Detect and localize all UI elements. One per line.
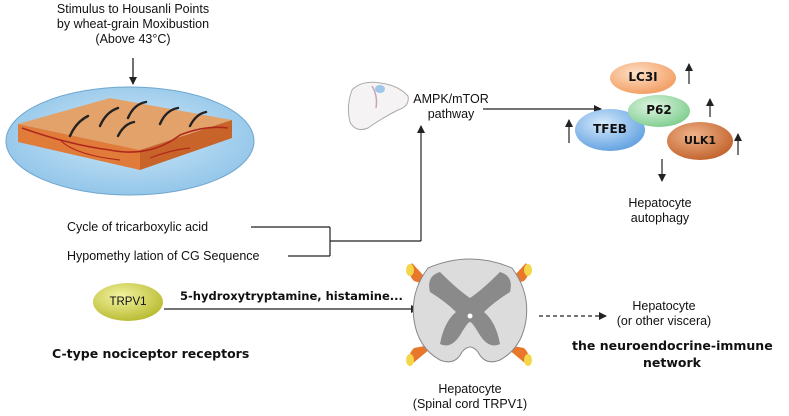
stimulus-text: Stimulus to Housanli Points by wheat-gra…: [48, 2, 218, 47]
p62-node: [628, 95, 690, 127]
cg-hypomethylation-label: Hypomethy lation of CG Sequence: [67, 249, 260, 263]
spinal-line-1: Hepatocyte: [438, 382, 502, 396]
liver-icon: [347, 81, 409, 130]
pathway-line-2: pathway: [427, 107, 475, 121]
tfeb-node: [575, 109, 645, 151]
network-line-2: network: [643, 355, 701, 370]
network-line-1: the neuroendocrine-immune: [572, 338, 773, 353]
bracket-connector: [251, 125, 425, 257]
viscera-line-1: Hepatocyte: [632, 299, 696, 313]
network-label: the neuroendocrine-immune network: [572, 337, 773, 371]
tfeb-label: TFEB: [593, 122, 627, 136]
stimulus-line-1: Stimulus to Housanli Points: [56, 2, 210, 16]
autophagy-line-2: autophagy: [630, 211, 690, 225]
viscera-line-2: (or other viscera): [616, 314, 712, 328]
viscera-label: Hepatocyte (or other viscera): [609, 299, 719, 329]
autophagy-label: Hepatocyte autophagy: [610, 196, 710, 226]
trpv1-node: [93, 283, 163, 321]
stimulus-line-3: (Above 43°C): [95, 32, 171, 46]
tca-cycle-label: Cycle of tricarboxylic acid: [67, 220, 209, 234]
ulk1-node: [667, 122, 733, 160]
spinal-label: Hepatocyte (Spinal cord TRPV1): [410, 382, 530, 412]
lc3-label: LC3I: [628, 70, 658, 84]
spinal-line-2: (Spinal cord TRPV1): [412, 397, 528, 411]
autophagy-line-1: Hepatocyte: [628, 196, 692, 210]
pathway-label: AMPK/mTOR pathway: [410, 92, 492, 122]
stimulus-line-2: by wheat-grain Moxibustion: [56, 17, 210, 31]
skin-tissue-illustration: [5, 86, 255, 196]
spinal-cord-illustration: [406, 258, 532, 366]
mediators-label: 5-hydroxytryptamine, histamine...: [180, 289, 403, 303]
trpv1-label: TRPV1: [109, 296, 147, 308]
p62-label: P62: [646, 103, 672, 117]
pathway-line-1: AMPK/mTOR: [413, 92, 489, 106]
lc3-node: [610, 62, 676, 94]
nociceptor-label: C-type nociceptor receptors: [52, 346, 250, 361]
ulk1-label: ULK1: [683, 134, 717, 147]
